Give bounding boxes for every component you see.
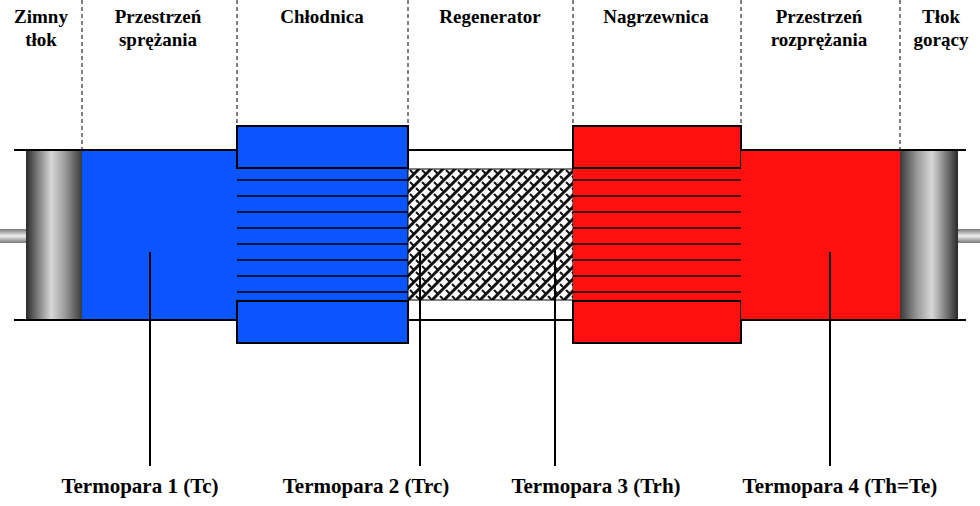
tube-line bbox=[237, 243, 408, 245]
heater-passages bbox=[573, 169, 741, 300]
tube-line bbox=[237, 291, 408, 293]
thermocouple-leader bbox=[150, 250, 830, 466]
tube-line bbox=[237, 179, 408, 181]
piston-rod bbox=[0, 229, 26, 243]
tube-line bbox=[237, 211, 408, 213]
cooler-tubes bbox=[237, 180, 408, 292]
heater-jacket bbox=[573, 301, 741, 343]
thermocouple-label: Termopara 2 (Trc) bbox=[283, 474, 449, 499]
part-label: Przestrzeń rozprężania bbox=[742, 6, 896, 52]
heater-jacket bbox=[573, 126, 741, 168]
tube-line bbox=[573, 275, 741, 277]
tube-line bbox=[573, 291, 741, 293]
part-label: Regenerator bbox=[409, 6, 571, 29]
tube-line bbox=[237, 195, 408, 197]
tube-line bbox=[573, 211, 741, 213]
part-label: Zimny tłok bbox=[3, 6, 79, 52]
tube-line bbox=[237, 259, 408, 261]
thermocouple-label: Termopara 3 (Trh) bbox=[511, 474, 680, 499]
piston-rod bbox=[958, 229, 980, 243]
thermocouple-label: Termopara 4 (Th=Te) bbox=[743, 474, 938, 499]
cooler-jacket bbox=[237, 126, 408, 168]
tube-line bbox=[573, 227, 741, 229]
heater-tubes bbox=[573, 180, 741, 292]
thermocouple-label: Termopara 1 (Tc) bbox=[61, 474, 218, 499]
expansion-space bbox=[741, 151, 900, 319]
tube-line bbox=[573, 259, 741, 261]
cooler-jacket bbox=[237, 301, 408, 343]
tube-line bbox=[237, 227, 408, 229]
part-label: Przestrzeń sprężania bbox=[84, 6, 232, 52]
cold-piston bbox=[26, 151, 82, 319]
part-label: Tłok gorący bbox=[905, 6, 977, 52]
part-label: Nagrzewnica bbox=[574, 6, 738, 29]
hot-piston bbox=[900, 151, 958, 319]
cylinder-wall bbox=[14, 149, 966, 151]
cooler-passages bbox=[237, 169, 408, 300]
tube-line bbox=[573, 179, 741, 181]
tube-line bbox=[237, 275, 408, 277]
cylinder-wall bbox=[14, 319, 966, 321]
compression-space bbox=[82, 151, 237, 319]
section-divider bbox=[82, 0, 900, 150]
tube-line bbox=[573, 195, 741, 197]
part-label: Chłodnica bbox=[239, 6, 405, 29]
tube-line bbox=[573, 243, 741, 245]
regenerator-matrix bbox=[408, 169, 573, 300]
